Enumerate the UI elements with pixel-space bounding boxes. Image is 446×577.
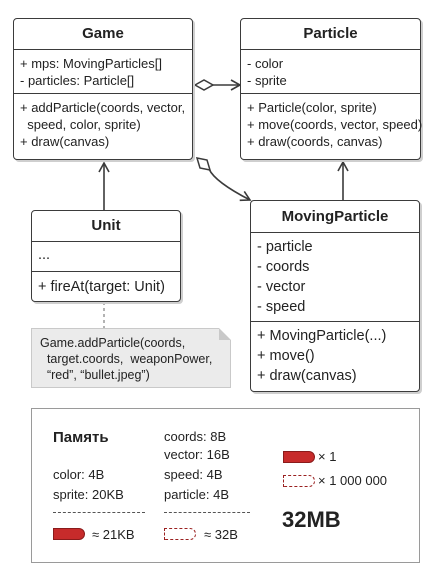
field: - particles: Particle[] [20,73,135,88]
separator [164,512,250,513]
method: + draw(canvas) [20,134,110,149]
field: - color [247,56,284,71]
class-title: Unit [32,211,180,242]
field: - sprite [247,73,287,88]
field: + mps: MovingParticles[] [20,56,162,71]
class-title: MovingParticle [251,201,419,233]
method: + move() [257,348,315,364]
memory-item: vector: 16B [164,447,230,462]
field: - particle [257,239,313,255]
class-fields: ... [32,242,180,272]
separator [53,512,145,513]
field: - vector [257,279,306,295]
method: + draw(canvas) [257,368,357,384]
field: - coords [257,259,310,275]
memory-item: coords: 8B [164,429,227,444]
memory-total: ≈ 21KB [92,527,135,542]
memory-total: ≈ 32B [204,527,238,542]
method: speed, color, sprite) [20,117,141,132]
moving-particle-icon [283,475,315,487]
memory-title: Память [53,429,109,446]
class-game: Game + mps: MovingParticles[] - particle… [13,18,193,160]
memory-item: particle: 4B [164,487,230,502]
moving-particle-icon [164,528,196,540]
field: - speed [257,299,306,315]
class-methods: + addParticle(coords, vector, speed, col… [14,94,192,154]
note-fold-icon [219,328,231,340]
method: + draw(coords, canvas) [247,134,383,149]
aggregation-diamond-icon [193,79,215,91]
solid-particle-icon [53,528,85,540]
method: + fireAt(target: Unit) [38,279,165,295]
memory-item: sprite: 20KB [53,487,124,502]
game-movingparticle-aggregation [208,168,252,202]
class-fields: + mps: MovingParticles[] - particles: Pa… [14,50,192,94]
method: + addParticle(coords, vector, [20,100,186,115]
class-methods: + fireAt(target: Unit) [32,272,180,301]
method: + MovingParticle(...) [257,328,387,344]
class-title: Game [14,19,192,50]
method: + move(coords, vector, speed) [247,117,423,132]
memory-item: speed: 4B [164,467,223,482]
note-line: “red”, “bullet.jpeg”) [40,368,150,382]
class-methods: + MovingParticle(...) + move() + draw(ca… [251,322,419,390]
note-line: Game.addParticle(coords, [40,336,186,350]
class-title: Particle [241,19,420,50]
note-line: target.coords, weaponPower, [40,352,213,366]
legend-count: × 1 [318,449,337,464]
class-fields: - particle - coords - vector - speed [251,233,419,322]
memory-item: color: 4B [53,467,105,482]
class-particle: Particle - color - sprite + Particle(col… [240,18,423,160]
memory-panel: Память color: 4B sprite: 20KB ≈ 21KB coo… [31,408,420,563]
aggregation-diamond-icon [195,157,212,171]
memory-grand-total: 32MB [282,507,341,532]
legend-count: × 1 000 000 [318,473,388,488]
method: + Particle(color, sprite) [247,100,377,115]
class-fields: - color - sprite [241,50,420,94]
field: ... [38,247,51,263]
class-moving-particle: MovingParticle - particle - coords - vec… [250,200,420,392]
class-methods: + Particle(color, sprite) + move(coords,… [241,94,423,154]
class-unit: Unit ... + fireAt(target: Unit) [31,210,181,302]
solid-particle-icon [283,451,315,463]
code-note: Game.addParticle(coords, target.coords, … [31,328,231,388]
